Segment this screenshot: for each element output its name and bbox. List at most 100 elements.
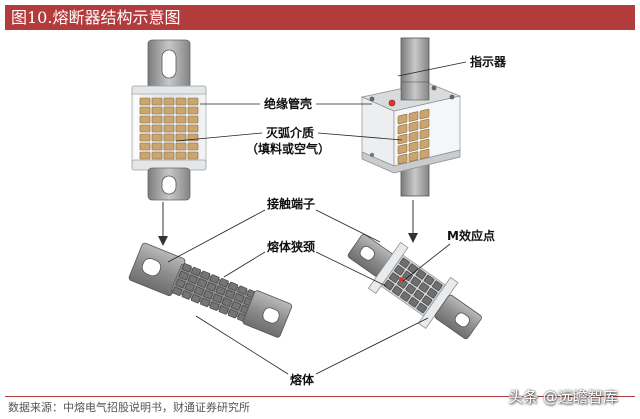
fuse-element-cell	[399, 257, 410, 269]
fuse-element-cell	[184, 282, 195, 292]
fuse-element-cell	[181, 263, 192, 273]
terminal-slot-hole	[262, 307, 280, 324]
end-flange-left	[367, 241, 409, 295]
arc-medium-element-cell	[139, 124, 151, 133]
arc-medium-element-cell	[163, 106, 175, 115]
arc-medium-element-cell	[151, 97, 163, 106]
figure-title: 图10.熔断器结构示意图	[11, 8, 181, 27]
arc-medium-element-cell	[408, 141, 419, 152]
arc-medium-element-cell	[151, 142, 163, 151]
bolt-icon	[369, 96, 375, 102]
fuse-element-cell	[423, 274, 435, 286]
label-arc-medium-note: （填料或空气）	[246, 141, 330, 156]
fuse-element-cell	[175, 278, 186, 289]
arc-medium-element-cell	[187, 151, 199, 160]
arc-medium-element-cell	[187, 115, 199, 124]
arc-medium-element-cell	[408, 121, 419, 132]
terminal-strip-pass-through	[400, 81, 430, 101]
terminal-slot-hole	[161, 49, 177, 79]
arc-medium-element-cell	[187, 106, 199, 115]
watermark: 头条 @远瞻智库	[508, 388, 618, 406]
fuse-element-cell	[394, 265, 405, 276]
arc-medium-element-cell	[419, 138, 430, 150]
arc-medium-element-cell	[139, 106, 151, 115]
label-arc-medium: 灭弧介质	[265, 125, 314, 140]
arc-medium-element-cell	[397, 123, 408, 135]
arc-medium-element-cell	[408, 131, 419, 142]
fuse-element-cell	[197, 278, 208, 288]
terminal-slot-hole	[161, 175, 177, 195]
arc-medium-element-cell	[408, 151, 419, 162]
fuse-element-cell	[410, 276, 422, 287]
footer-divider	[5, 396, 635, 397]
fuse-element-cell	[209, 274, 220, 284]
arc-medium-element-cell	[151, 115, 163, 124]
bolt-icon	[369, 152, 375, 158]
fuse-element-cell	[190, 294, 201, 304]
arc-medium-element-cell	[187, 97, 199, 106]
fuse-element-cell	[400, 291, 411, 302]
arc-medium-element-cell	[175, 142, 187, 151]
leader-line-melt-neck-right	[315, 251, 387, 287]
fuse-element-grid	[383, 257, 443, 314]
arc-medium-element-cell	[419, 128, 430, 140]
arc-medium-element-cell	[163, 115, 175, 124]
arc-medium-element-cell	[175, 124, 187, 133]
fuse-element-cell	[231, 301, 242, 311]
fuse-element-cell	[206, 282, 217, 292]
indicator-dot	[388, 99, 396, 107]
fuse-element-cell	[421, 295, 433, 306]
arc-medium-element-cell	[187, 124, 199, 133]
arc-medium-element-cell	[139, 115, 151, 124]
arc-medium-element-cell	[408, 111, 419, 122]
leader-line-contact-terminal-right	[315, 209, 381, 243]
fuse-element-cell	[388, 272, 400, 283]
fuse-cutaway-bottom-right	[347, 234, 482, 340]
arc-medium-element-cell	[419, 118, 430, 130]
fuse-element-cell	[237, 285, 248, 295]
bolt-icon	[431, 85, 437, 91]
arc-medium-element-cell	[397, 143, 408, 155]
bolt-icon	[449, 94, 455, 100]
fuse-element-cell	[227, 309, 238, 319]
arc-medium-element-cell	[139, 151, 151, 160]
fuse-element-cell	[418, 282, 430, 293]
leader-line-contact-terminal-left	[167, 209, 266, 263]
label-fuse-element: 熔体	[290, 372, 315, 387]
data-source-note: 数据来源：中熔电气招股说明书，财通证券研究所	[8, 401, 250, 414]
figure-title-bar: 图10.熔断器结构示意图	[5, 5, 635, 30]
fuse-element-cell	[225, 289, 235, 299]
fuse-element-cell	[191, 266, 202, 277]
label-m-effect-point: M效应点	[447, 228, 495, 243]
fuse-element-cell	[221, 297, 232, 307]
fuse-element-cell	[200, 298, 211, 308]
fuse-element-cell	[228, 281, 239, 291]
arc-medium-element-cell	[175, 106, 187, 115]
fuse-top-right	[360, 37, 462, 197]
arc-medium-element-cell	[397, 133, 408, 145]
fuse-element-bottom-left	[128, 242, 293, 338]
leader-line-indicator	[397, 61, 467, 77]
fuse-top-left	[131, 39, 207, 201]
arc-medium-element-cell	[187, 142, 199, 151]
fuse-element-cell	[187, 274, 198, 284]
arc-medium-element-cell	[163, 124, 175, 133]
arc-medium-element-cell	[175, 115, 187, 124]
fuse-element-cell	[181, 290, 192, 300]
arc-medium-element-cell	[151, 124, 163, 133]
arc-medium-element-cell	[397, 113, 408, 125]
fuse-element-cell	[203, 290, 214, 300]
housing-inner-skew	[397, 108, 430, 165]
arc-medium-element-cell	[139, 133, 151, 142]
fuse-element-cell	[426, 288, 438, 299]
fuse-element-cell	[209, 301, 220, 311]
fuse-element-cell	[172, 286, 183, 296]
fuse-element-cell	[215, 285, 226, 296]
arc-medium-element-cell	[419, 148, 430, 160]
fuse-element-cell	[413, 289, 425, 300]
arc-medium-element-cell	[163, 97, 175, 106]
leader-line-melt-neck-left	[223, 251, 266, 278]
arc-medium-element-cell	[175, 151, 187, 160]
fuse-element-cell	[408, 297, 419, 308]
arc-medium-element-cell	[151, 151, 163, 160]
